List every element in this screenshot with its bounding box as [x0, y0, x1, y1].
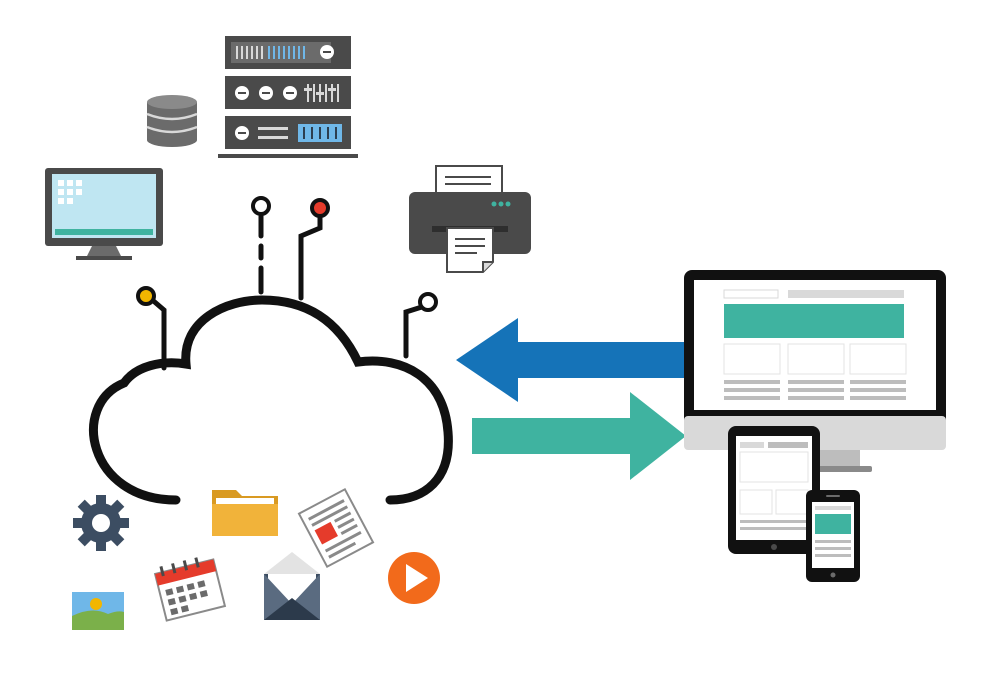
tablet-icon — [728, 426, 820, 554]
desktop-display-icon — [684, 270, 946, 472]
phone-icon — [806, 490, 860, 582]
desktop-monitor-icon — [45, 168, 163, 260]
folder-icon — [212, 490, 278, 536]
document-icon — [297, 487, 375, 569]
printer-icon — [409, 165, 531, 273]
upload-arrow — [456, 318, 684, 402]
server-rack-icon — [218, 36, 358, 158]
cloud-icon — [89, 295, 453, 505]
play-icon — [388, 552, 440, 604]
calendar-icon — [153, 557, 227, 622]
download-arrow — [472, 392, 686, 480]
connector-node-red — [310, 198, 330, 218]
connector-node-top-left — [251, 196, 271, 216]
database-icon — [146, 95, 198, 147]
gear-icon — [73, 495, 129, 551]
connector-node-yellow — [136, 286, 156, 306]
circuit-connectors — [147, 213, 428, 371]
image-icon — [72, 592, 124, 630]
envelope-icon — [264, 552, 320, 620]
connector-node-right — [418, 292, 438, 312]
